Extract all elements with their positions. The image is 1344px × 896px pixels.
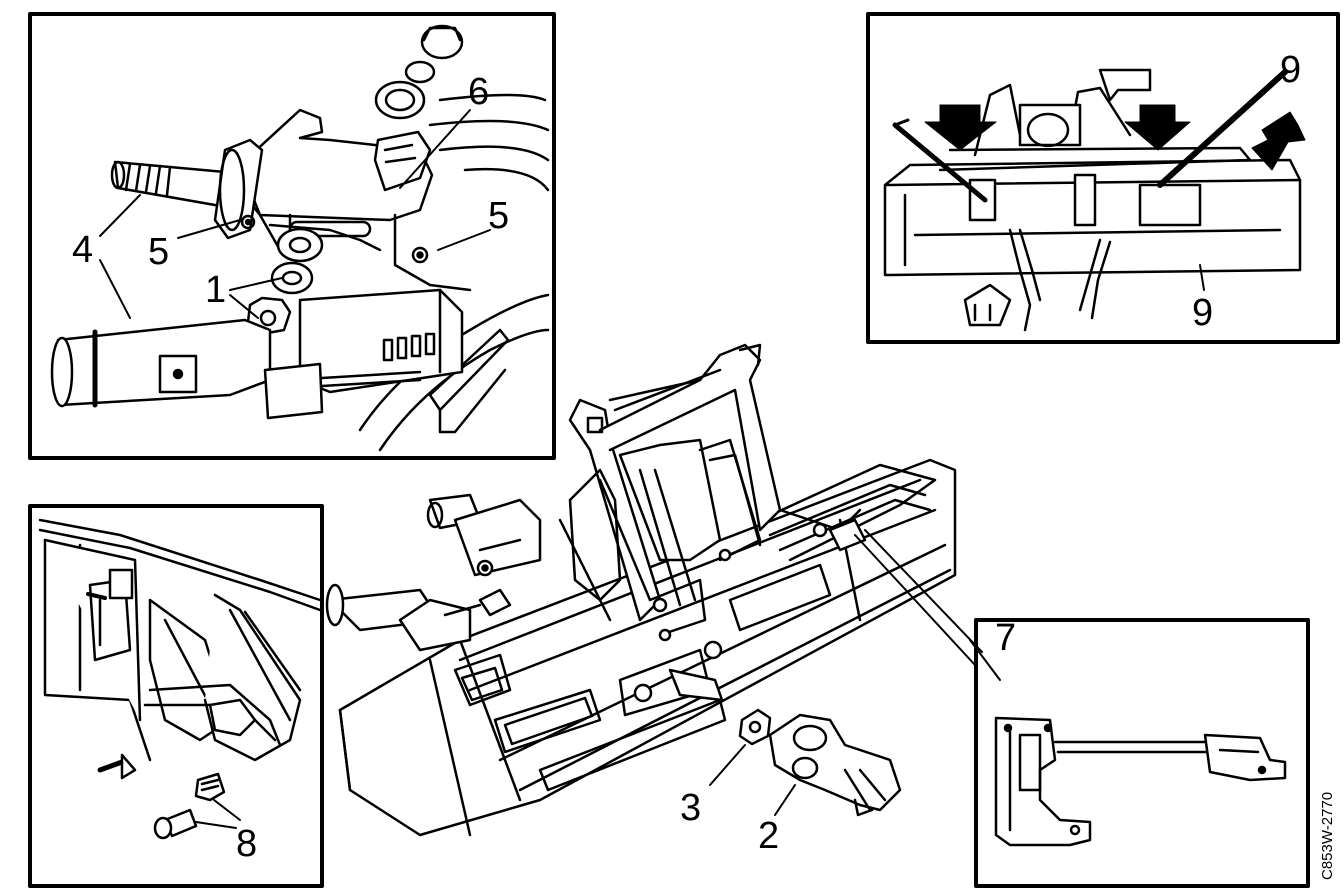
callout-2: 2 <box>758 815 779 857</box>
callout-1: 1 <box>205 269 226 311</box>
callout-7: 7 <box>995 617 1016 659</box>
callout-9-tool: 9 <box>1280 49 1301 91</box>
inset-bottom-right <box>969 618 1310 888</box>
callout-8: 8 <box>236 823 257 865</box>
callout-5-right: 5 <box>488 195 509 237</box>
steering-column-assembly <box>325 343 983 837</box>
inset-top-left <box>28 12 556 460</box>
callout-3: 3 <box>680 787 701 829</box>
figure-code: C853W-2770 <box>1319 792 1336 880</box>
callout-6: 6 <box>468 71 489 113</box>
callout-9-cover: 9 <box>1192 292 1213 334</box>
inset-bottom-left <box>28 504 324 888</box>
inset-top-right <box>866 12 1340 344</box>
callout-5-left: 5 <box>148 231 169 273</box>
callout-4: 4 <box>72 229 93 271</box>
